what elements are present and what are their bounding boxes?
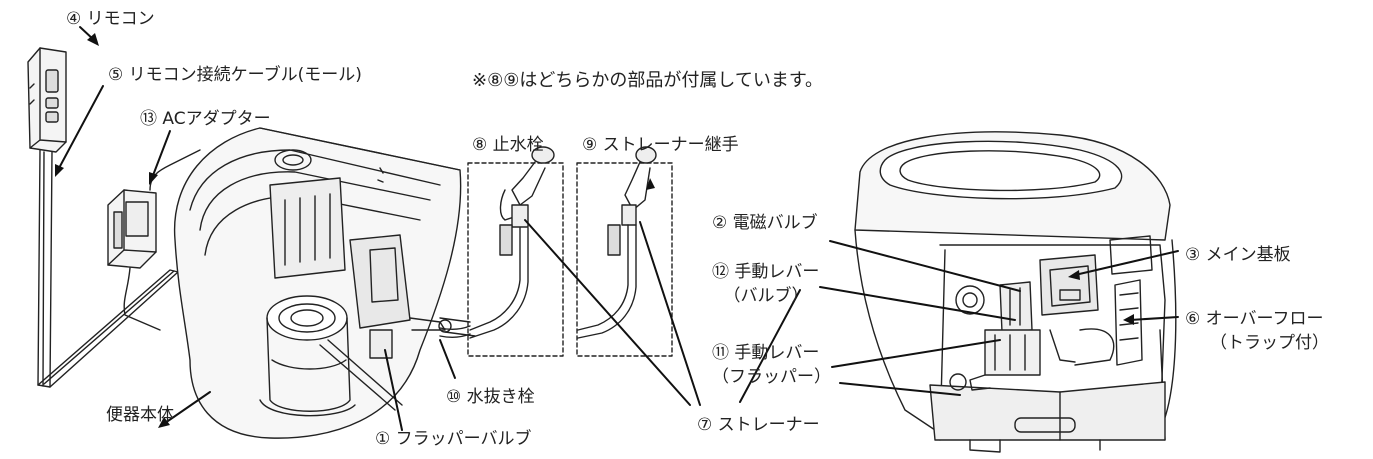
arrowheads <box>55 33 1134 428</box>
label-manual-lever-valve-sub: （バルブ） <box>723 286 809 306</box>
remote-illustration <box>27 47 67 153</box>
label-manual-lever-flapper: ⑪ 手動レバー <box>712 343 820 363</box>
label-strainer: ⑦ ストレーナー <box>697 415 820 435</box>
label-solenoid-valve: ② 電磁バルブ <box>712 213 818 233</box>
toilet-right-illustration <box>854 131 1177 453</box>
strainer-joint-illustration <box>577 146 657 339</box>
label-main-board: ③ メイン基板 <box>1185 245 1291 265</box>
toilet-left-illustration <box>173 127 476 439</box>
label-ac-adapter: ⑬ ACアダプター <box>140 109 271 129</box>
leader-lines <box>57 26 1179 431</box>
label-manual-lever-valve: ⑫ 手動レバー <box>712 262 820 282</box>
label-toilet-body: 便器本体 <box>106 405 174 425</box>
label-drain-plug: ⑩ 水抜き栓 <box>446 387 535 407</box>
label-overflow-sub: （トラップ付） <box>1210 333 1329 353</box>
strainer-joint-box <box>576 162 673 357</box>
label-stop-valve: ⑧ 止水栓 <box>472 135 544 155</box>
label-flapper-valve: ① フラッパーバルブ <box>375 429 532 449</box>
stop-valve-illustration <box>439 146 555 339</box>
ac-adapter-illustration <box>107 149 201 331</box>
label-remote-cable: ⑤ リモコン接続ケーブル(モール) <box>108 65 362 85</box>
label-remote: ④ リモコン <box>66 9 155 29</box>
note-text: ※⑧⑨はどちらかの部品が付属しています。 <box>472 70 824 91</box>
label-manual-lever-flapper-sub: （フラッパー） <box>712 367 831 387</box>
label-overflow: ⑥ オーバーフロー <box>1185 309 1324 329</box>
remote-cable-illustration <box>37 149 179 388</box>
stop-valve-box <box>467 162 564 357</box>
label-strainer-joint: ⑨ ストレーナー継手 <box>582 135 739 155</box>
